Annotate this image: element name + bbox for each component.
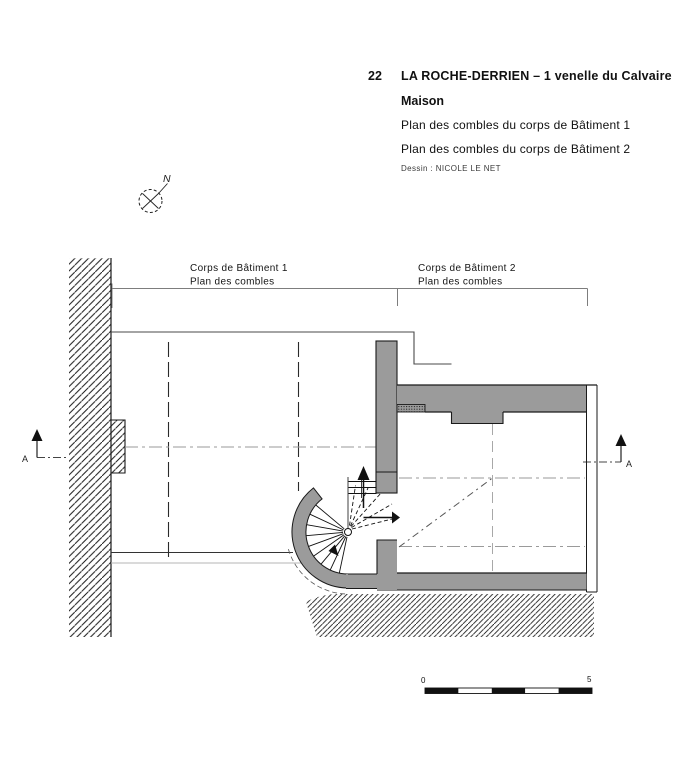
chimney-breast [451,412,503,424]
sheet-caption-2: Plan des combles du corps de Bâtiment 2 [401,142,630,156]
building2-plan [375,340,598,593]
section-left-label: A [22,454,28,464]
stair-newel [344,528,352,536]
door-pier [377,540,397,590]
stair-treads [306,504,348,574]
stair-down-arrowhead [328,544,339,556]
hip-diagonal-line [398,477,493,548]
plan-bracket [111,283,588,308]
sheet-number: 22 [368,69,382,83]
sheet-title: LA ROCHE-DERRIEN – 1 venelle du Calvaire [401,69,672,83]
sheet-credit: Dessin : NICOLE LE NET [401,164,501,173]
building2-label-line2: Plan des combles [418,277,503,288]
north-label: N [163,173,171,185]
sheet-subtitle: Maison [401,94,444,108]
lintel-stipple-block [396,404,426,413]
eaves-dashed-arc [288,548,347,595]
wall-pier [111,420,125,473]
scale-bar: 0 5 [421,675,593,694]
section-arrow-up-icon [615,434,627,446]
section-marker-left: A [22,429,69,464]
building1-plan [111,331,452,564]
section-arrow-up-icon [31,429,43,441]
stair-exit-arrow [363,511,400,524]
north-arrow: N [138,173,171,213]
south-wall [397,573,587,590]
building2-label-line1: Corps de Bâtiment 2 [418,263,516,274]
section-right-label: A [626,459,632,469]
ground-hatch-band [306,594,594,637]
spiral-staircase [288,466,400,595]
left-party-wall [69,258,126,637]
east-wall [586,385,598,593]
scale-zero-label: 0 [421,676,426,685]
building2-label: Corps de Bâtiment 2 Plan des combles [418,263,516,288]
title-block: 22 LA ROCHE-DERRIEN – 1 venelle du Calva… [368,69,672,173]
stair-up-arrow [357,466,370,508]
building1-label: Corps de Bâtiment 1 Plan des combles [190,263,288,288]
sheet-caption-1: Plan des combles du corps de Bâtiment 1 [401,118,630,132]
north-circle-icon [138,189,163,213]
section-marker-right: A [583,434,632,469]
stair-treads-dashed [349,485,397,530]
building1-label-line2: Plan des combles [190,277,275,288]
north-wall [397,385,587,412]
west-wall [375,340,398,494]
scale-five-label: 5 [587,675,592,684]
building1-label-line1: Corps de Bâtiment 1 [190,263,288,274]
